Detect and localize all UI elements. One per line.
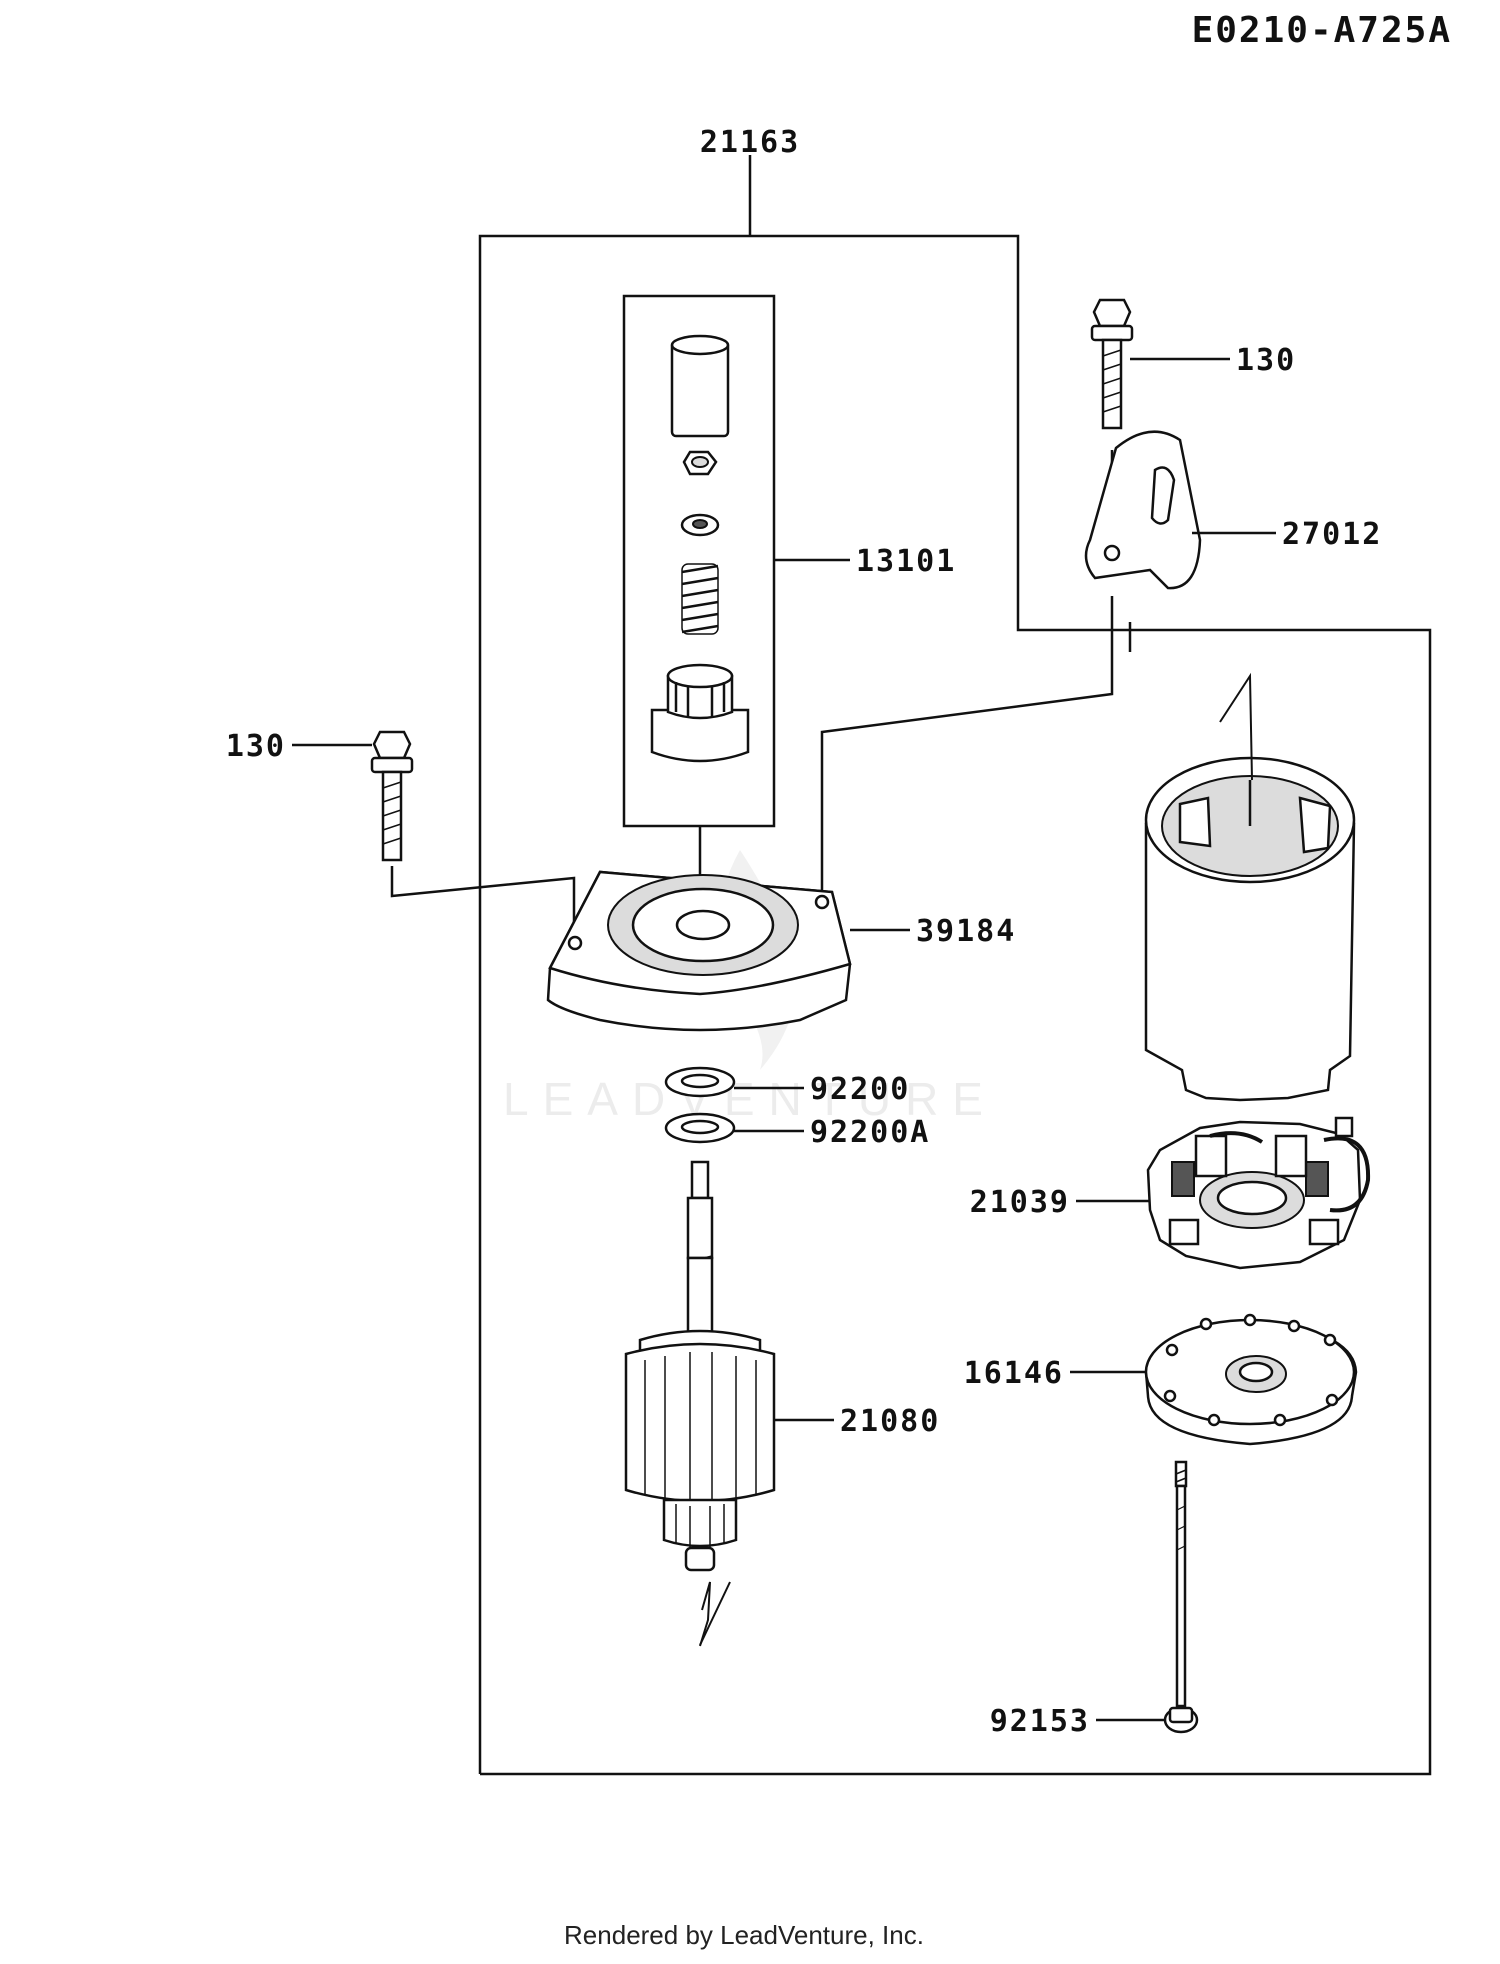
callout-bolt-right: 130 — [1236, 343, 1296, 378]
end-cover: 39184 — [546, 870, 1016, 1032]
callout-washer-1: 92200 — [810, 1072, 910, 1107]
assembly-frame: 21163 — [478, 125, 1432, 1776]
callout-armature: 21080 — [840, 1404, 940, 1439]
drive-nut — [682, 450, 718, 476]
washer-92200a: 92200A — [664, 1112, 930, 1150]
diagram-code: E0210-A725A — [1192, 10, 1452, 51]
yoke-housing — [1144, 756, 1356, 1102]
callout-end-cover: 39184 — [916, 914, 1016, 949]
end-plate: 16146 — [964, 1313, 1358, 1446]
callout-washer-2: 92200A — [810, 1115, 930, 1150]
callout-drive: 13101 — [856, 544, 956, 579]
callout-plate: 16146 — [964, 1356, 1064, 1391]
armature: 21080 — [624, 1160, 940, 1572]
callout-brush-holder: 21039 — [970, 1185, 1070, 1220]
callout-bracket: 27012 — [1282, 517, 1382, 552]
drive-pin — [670, 334, 730, 438]
mounting-bracket: 27012 — [1084, 430, 1382, 590]
bolt-left: 130 — [226, 729, 414, 862]
watermark-text: LEADVENTURE — [503, 1073, 997, 1125]
drive-washer — [680, 513, 720, 537]
callout-through-bolt: 92153 — [990, 1704, 1090, 1739]
through-bolt: 92153 — [990, 1460, 1199, 1739]
drive-pinion — [650, 663, 750, 763]
washer-92200: 92200 — [664, 1066, 910, 1107]
footer-credit: Rendered by LeadVenture, Inc. — [564, 1920, 924, 1950]
callout-bolt-left: 130 — [226, 729, 286, 764]
callout-assembly: 21163 — [700, 125, 800, 160]
bolt-right: 130 — [1090, 298, 1296, 430]
brush-holder: 21039 — [970, 1116, 1371, 1270]
drive-spring — [681, 563, 719, 635]
